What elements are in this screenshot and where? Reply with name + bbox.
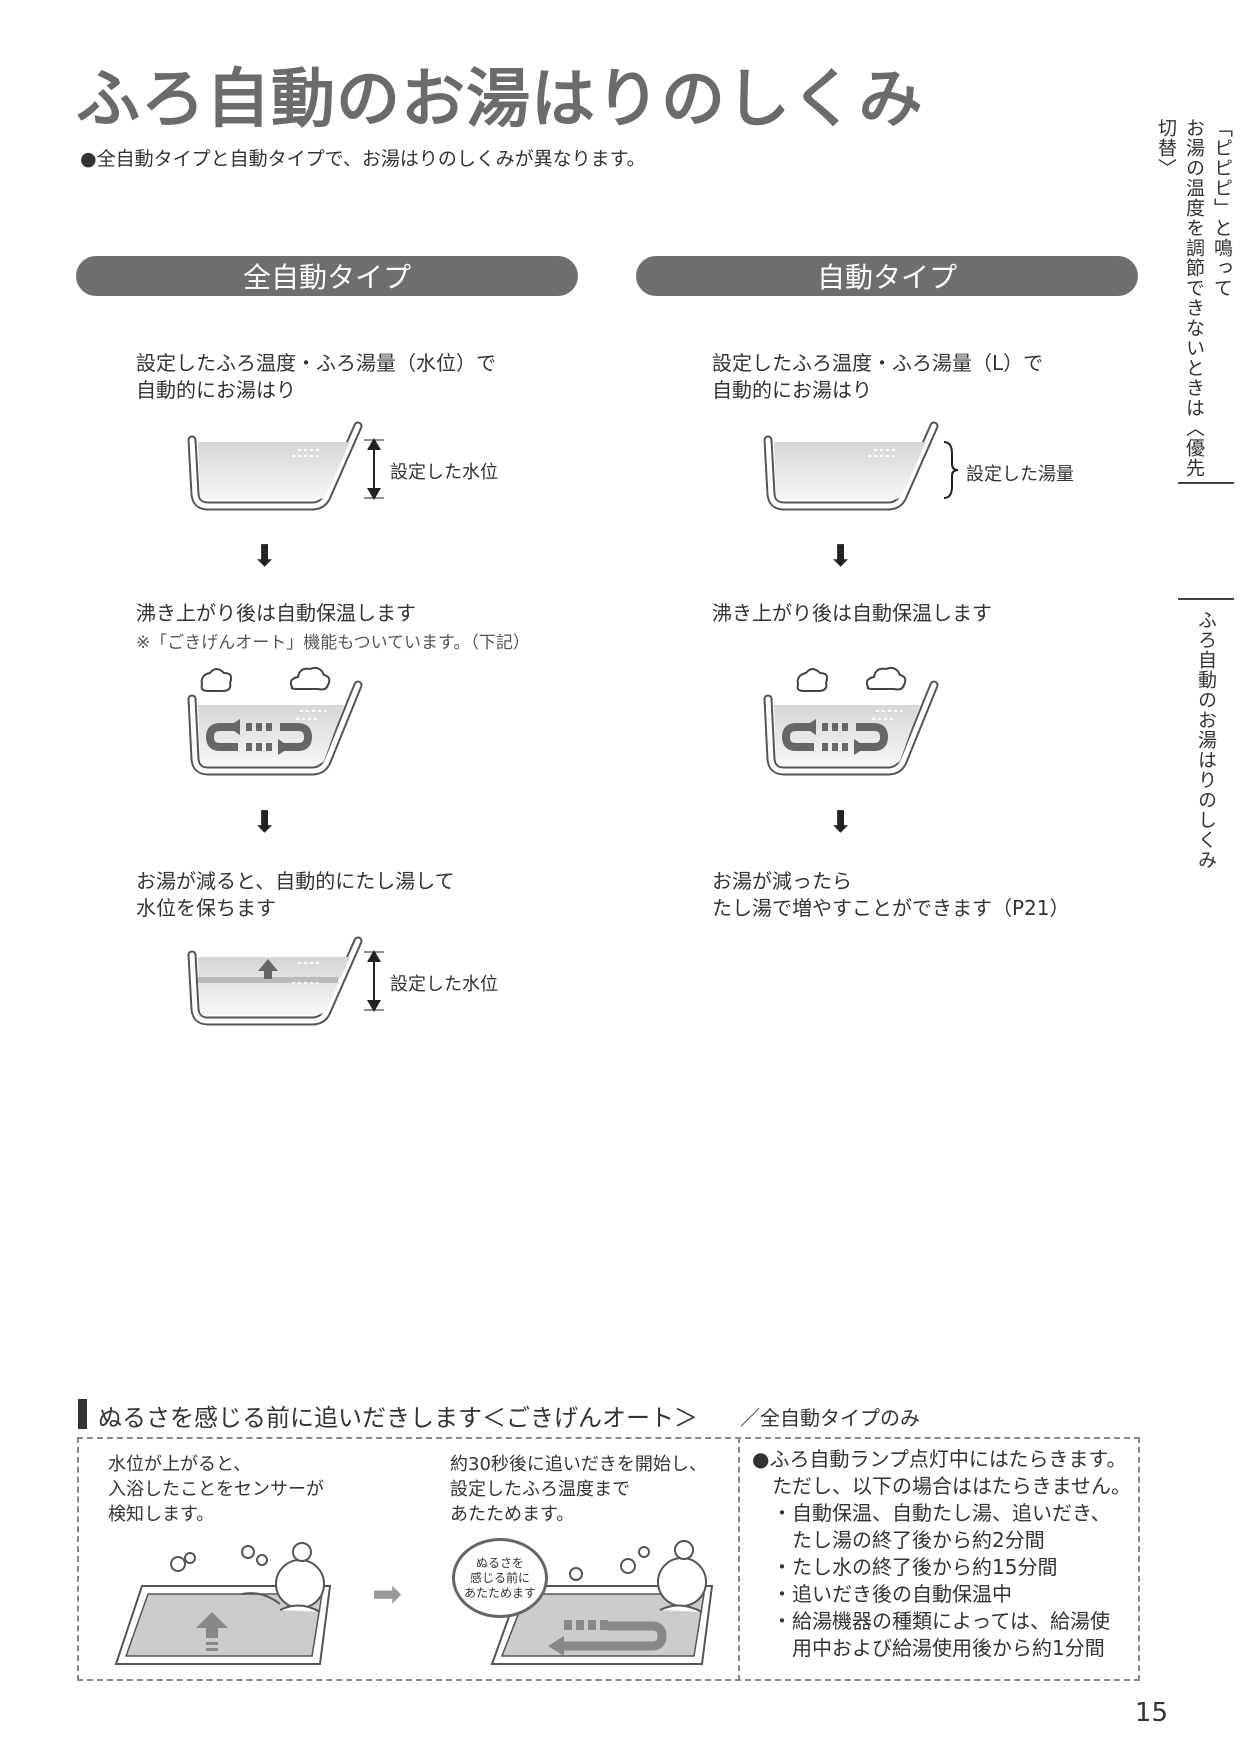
condition-line: ・追いだき後の自動保温中 [752, 1582, 1012, 1606]
full-auto-step2-text: 沸き上がり後は自動保温します [136, 601, 416, 625]
tub-refill-icon [187, 936, 363, 1026]
side-tab-divider [1178, 482, 1234, 484]
gokigen-subtitle: ／全自動タイプのみ [740, 1406, 920, 1430]
side-tab-divider [1178, 598, 1234, 600]
page-title: ふろ自動のお湯はりのしくみ [76, 63, 924, 137]
condition-line: ・自動保温、自動たし湯、追いだき、 [752, 1501, 1111, 1525]
condition-line: ・たし水の終了後から約15分間 [752, 1555, 1058, 1579]
condition-line: たし湯の終了後から約2分間 [752, 1528, 1045, 1552]
condition-line: ただし、以下の場合ははたらきません。 [752, 1474, 1131, 1498]
condition-line: ・給湯機器の種類によっては、給湯使 [752, 1609, 1110, 1633]
tub-filled-icon [763, 421, 939, 511]
auto-step2-text: 沸き上がり後は自動保温します [712, 601, 992, 625]
full-auto-step1-text: 設定したふろ温度・ふろ湯量（水位）で 自動的にお湯はり [136, 351, 496, 402]
full-auto-step3-text: お湯が減ると、自動的にたし湯して 水位を保ちます [136, 869, 455, 920]
full-auto-header-label: 全自動タイプ [242, 261, 411, 294]
speech-bubble: ぬるさを 感じる前に あたためます [452, 1538, 548, 1618]
speech-bubble-text: ぬるさを 感じる前に あたためます [463, 1555, 536, 1600]
gokigen-step2-text: 約30秒後に追いだきを開始し、 設定したふろ温度まで あたためます。 [450, 1454, 707, 1525]
full-auto-step2-note: ※「ごきげんオート」機能もついています。（下記） [136, 633, 530, 653]
gokigen-conditions-list: ●ふろ自動ランプ点灯中にはたらきます。 ただし、以下の場合ははたらきません。 ・… [752, 1446, 1131, 1662]
down-arrow-icon: ⬇ [252, 539, 278, 574]
next-step-arrow-icon: ➡ [372, 1574, 403, 1615]
full-auto-step1-label: 設定した水位 [390, 462, 498, 483]
auto-header-label: 自動タイプ [816, 261, 957, 294]
gokigen-box [77, 1437, 1140, 1681]
water-level-arrow-icon [364, 438, 384, 500]
down-arrow-icon: ⬇ [252, 805, 278, 840]
auto-header: 自動タイプ [636, 256, 1138, 296]
bath-person-enter-illustration [114, 1542, 332, 1665]
side-tab-current[interactable]: ふろ自動のお湯はりのしくみ [1195, 610, 1217, 870]
full-auto-step3-label: 設定した水位 [390, 974, 498, 995]
tub-keep-warm-icon [187, 666, 363, 776]
intro-text: ●全自動タイプと自動タイプで、お湯はりのしくみが異なります。 [80, 148, 646, 170]
gokigen-title: ぬるさを感じる前に追いだきします＜ごきげんオート＞ [98, 1404, 698, 1432]
side-tab-priority[interactable]: 「ピピピ」と鳴って お湯の温度を調節できないときは〈優先切替〉 [1155, 118, 1233, 478]
tub-keep-warm-icon [763, 666, 939, 776]
page-number: 15 [1134, 1698, 1168, 1728]
auto-step3-text: お湯が減ったら たし湯で増やすことができます（P21） [712, 869, 1070, 920]
water-level-arrow-icon [364, 950, 384, 1012]
section-marker [78, 1399, 87, 1429]
tub-filled-icon [187, 421, 363, 511]
condition-line: ●ふろ自動ランプ点灯中にはたらきます。 [752, 1447, 1127, 1471]
gokigen-step1-text: 水位が上がると、 入浴したことをセンサーが 検知します。 [108, 1454, 324, 1525]
gokigen-box-divider [738, 1437, 740, 1681]
down-arrow-icon: ⬇ [828, 805, 854, 840]
condition-line: 用中および給湯使用後から約1分間 [752, 1636, 1105, 1660]
full-auto-header: 全自動タイプ [76, 256, 578, 296]
down-arrow-icon: ⬇ [828, 539, 854, 574]
auto-step1-text: 設定したふろ温度・ふろ湯量（L）で 自動的にお湯はり [712, 351, 1044, 402]
auto-step1-label: 設定した湯量 [966, 464, 1074, 485]
volume-brace-icon [943, 441, 959, 499]
bath-reheat-illustration [490, 1540, 714, 1665]
